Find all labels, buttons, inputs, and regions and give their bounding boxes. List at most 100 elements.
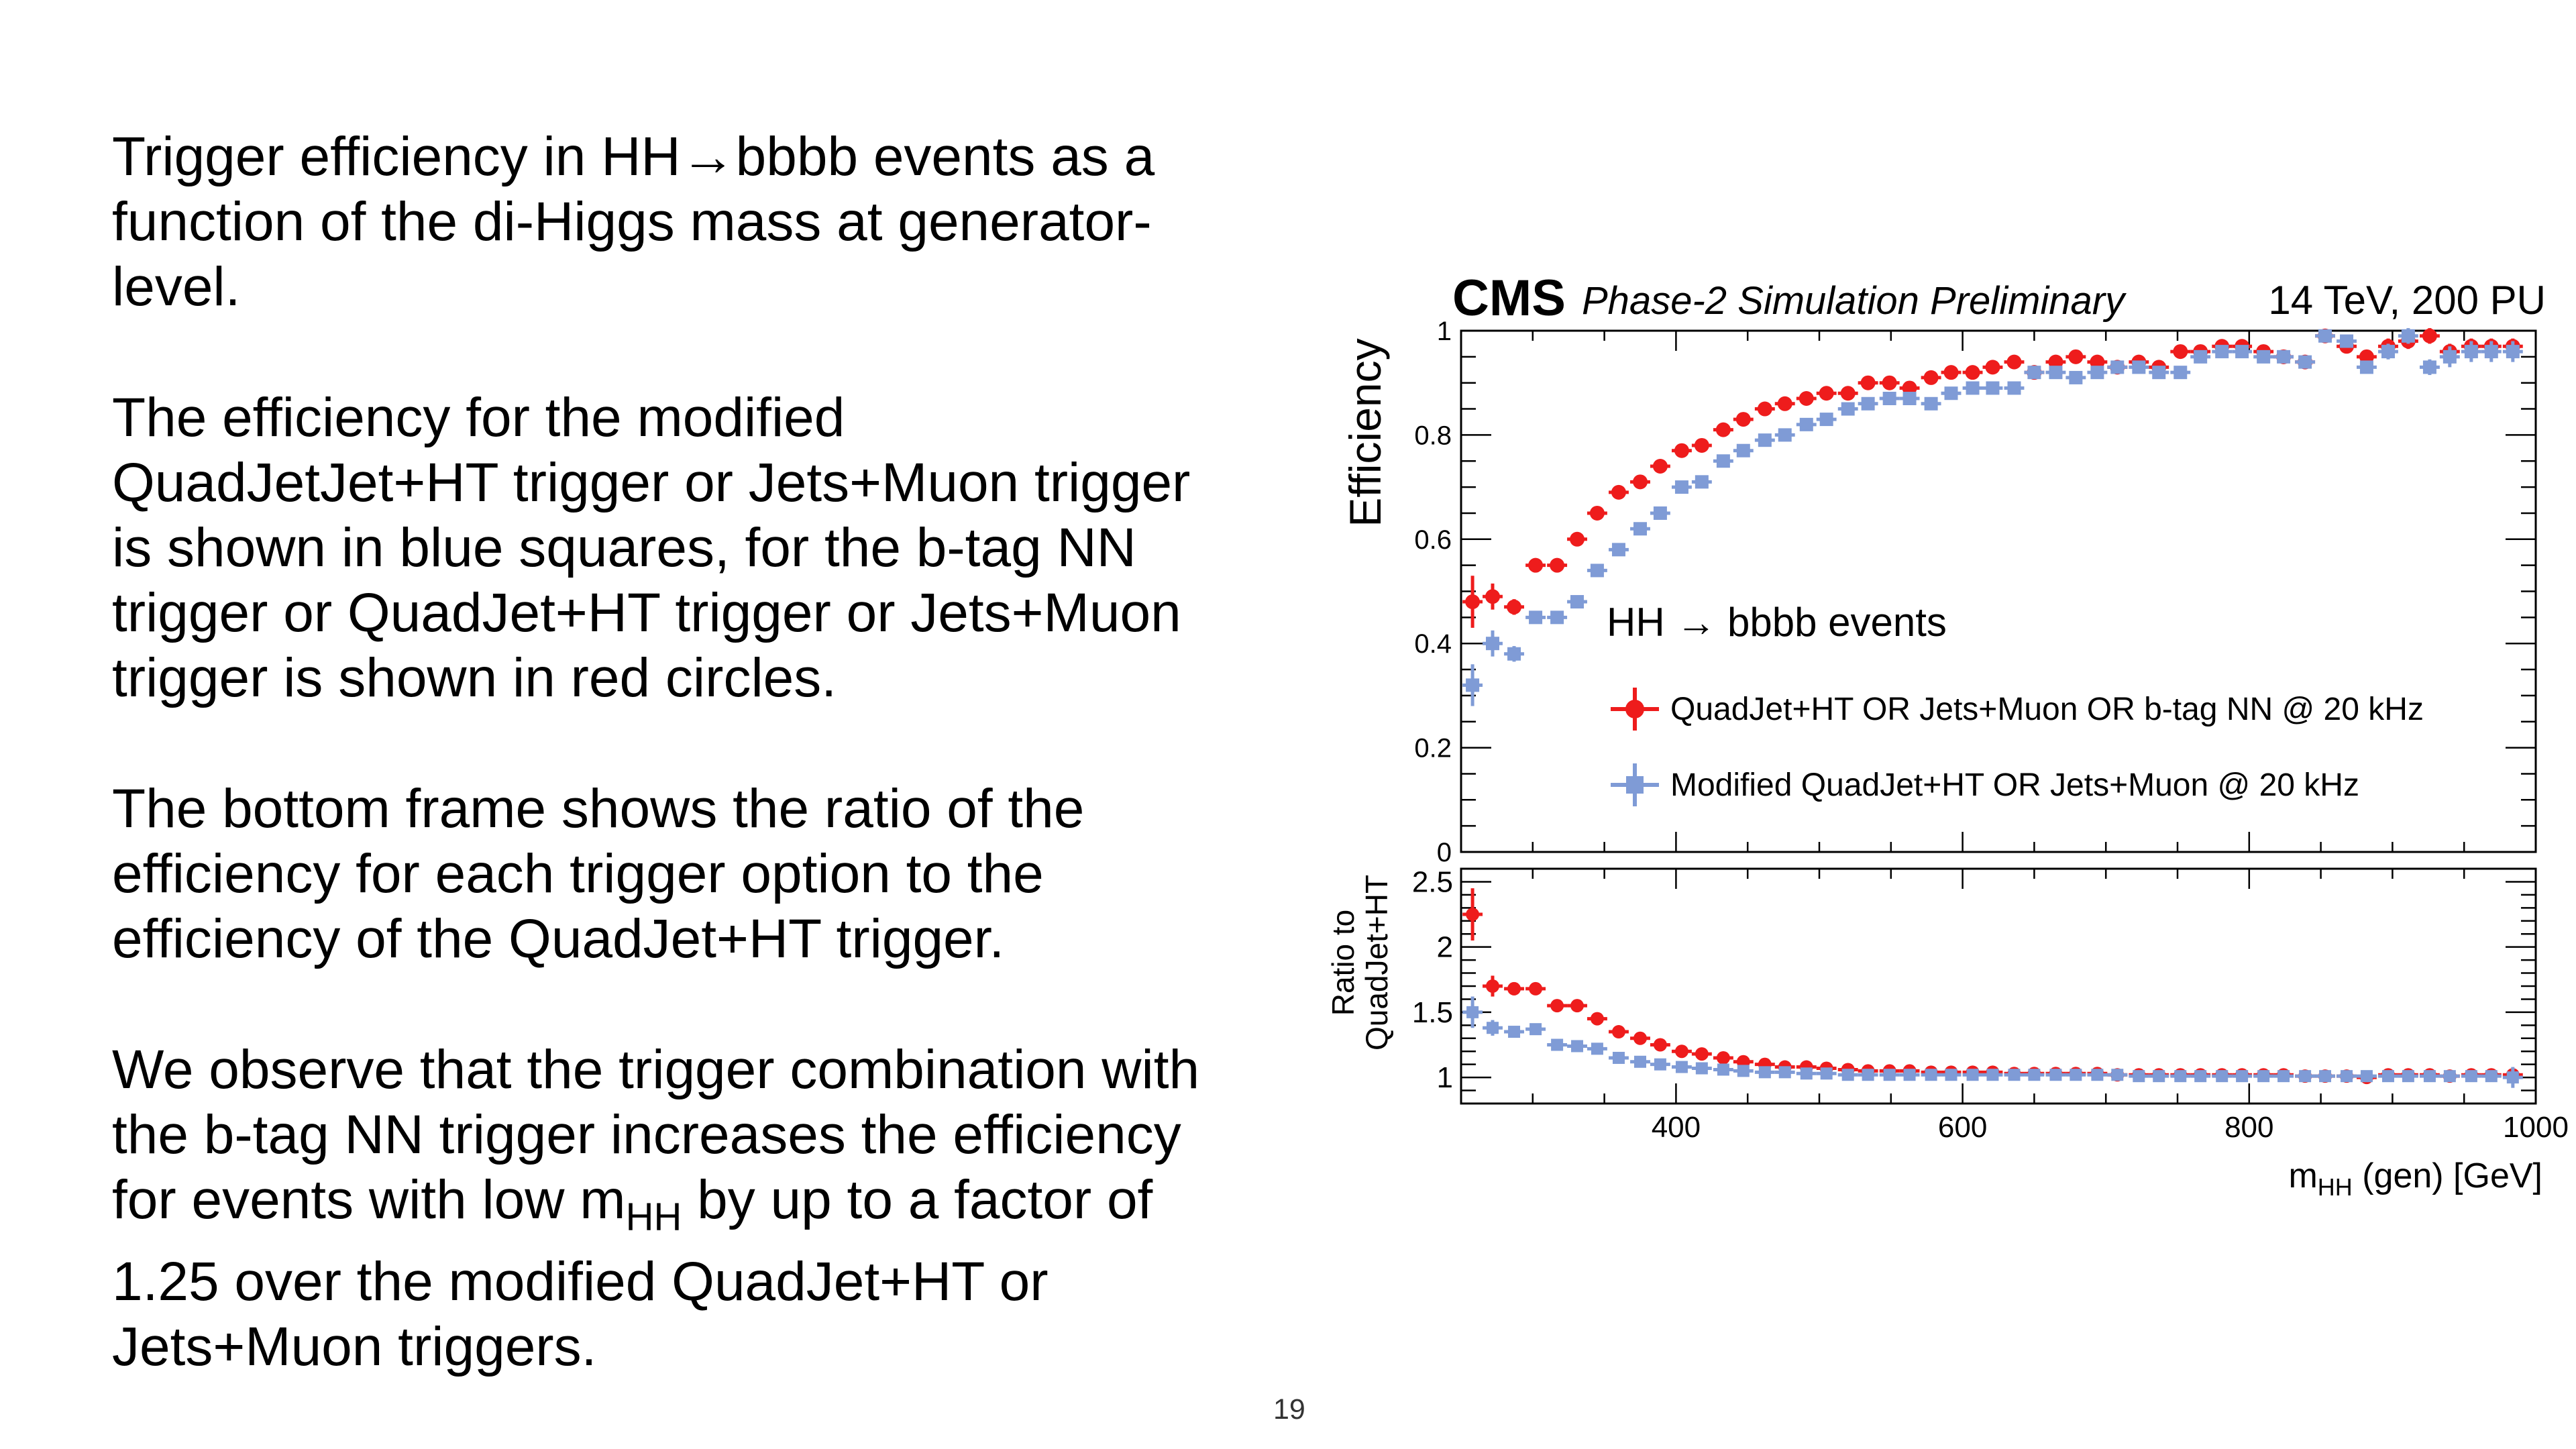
- ratio-point-red: [1653, 1038, 1667, 1052]
- eff-point-red: [1902, 380, 1917, 396]
- x-axis-title-subscript: HH: [2318, 1173, 2353, 1201]
- ratio-point-blue: [2070, 1069, 2082, 1081]
- bottom-y-tick-label: 2.5: [1412, 865, 1453, 898]
- eff-point-red: [2422, 328, 2437, 343]
- eff-point-red: [1860, 375, 1876, 390]
- eff-point-blue: [2027, 366, 2041, 380]
- ratio-point-blue: [1508, 1026, 1521, 1038]
- eff-point-red: [1485, 589, 1500, 604]
- eff-point-blue: [1590, 564, 1604, 578]
- ratio-point-blue: [1925, 1069, 1937, 1081]
- eff-point-blue: [2174, 366, 2188, 380]
- ratio-point-blue: [1654, 1058, 1666, 1071]
- ratio-point-blue: [2506, 1071, 2519, 1084]
- ratio-point-blue: [2153, 1070, 2165, 1083]
- eff-point-red: [1715, 422, 1731, 437]
- eff-point-blue: [1716, 454, 1730, 468]
- ratio-point-blue: [1529, 1023, 1542, 1036]
- eff-point-red: [1735, 412, 1751, 427]
- conclusion-subscript: HH: [625, 1195, 682, 1239]
- eff-point-red: [2359, 349, 2374, 364]
- eff-point-red: [2090, 354, 2105, 370]
- ratio-point-blue: [2194, 1070, 2207, 1083]
- eff-point-red: [1882, 375, 1897, 390]
- ratio-point-red: [1485, 979, 1499, 993]
- eff-point-blue: [2340, 334, 2354, 348]
- y-axis-title: Efficiency: [1340, 338, 1390, 527]
- eff-point-red: [1985, 360, 2000, 375]
- ratio-point-blue: [2049, 1069, 2062, 1081]
- x-axis-title-rest: (gen) [GeV]: [2353, 1157, 2542, 1195]
- x-tick-label: 1000: [2503, 1111, 2569, 1144]
- eff-point-blue: [1485, 637, 1499, 651]
- eff-point-blue: [2422, 360, 2436, 374]
- ratio-point-red: [1633, 1031, 1647, 1045]
- ratio-point-blue: [2216, 1070, 2229, 1083]
- conclusion-text-a: We observe that the trigger combination …: [112, 1039, 1200, 1230]
- bottom-y-tick-label: 1.5: [1412, 996, 1453, 1029]
- top-y-tick-label: 0.8: [1414, 421, 1452, 450]
- eff-point-red: [1589, 505, 1605, 521]
- eff-point-blue: [1882, 392, 1896, 406]
- ratio-point-red: [1550, 999, 1564, 1013]
- ratio-point-blue: [1737, 1065, 1750, 1077]
- eff-point-blue: [2069, 370, 2083, 384]
- ratio-point-red: [1529, 981, 1543, 996]
- eff-point-red: [1923, 370, 1939, 385]
- ratio-point-blue: [1486, 1022, 1499, 1034]
- eff-point-red: [1965, 365, 1980, 380]
- eff-point-blue: [1695, 475, 1709, 489]
- eff-point-blue: [2359, 360, 2373, 374]
- x-axis-title-m: m: [2288, 1157, 2317, 1195]
- ratio-point-blue: [2236, 1070, 2249, 1083]
- eff-point-red: [1465, 594, 1481, 610]
- ratio-point-blue: [2402, 1070, 2414, 1083]
- paragraph-markers: The efficiency for the modified QuadJetJ…: [112, 387, 1191, 708]
- eff-point-blue: [2318, 329, 2332, 343]
- eff-point-red: [2173, 344, 2188, 360]
- eff-point-blue: [1799, 417, 1813, 431]
- eff-point-blue: [2443, 350, 2457, 364]
- eff-point-blue: [1841, 402, 1855, 416]
- ratio-point-blue: [2299, 1070, 2312, 1083]
- eff-point-blue: [2194, 350, 2208, 364]
- eff-point-blue: [2235, 345, 2249, 359]
- ratio-point-blue: [1612, 1051, 1625, 1064]
- conditions-label: 14 TeV, 200 PU: [2268, 278, 2546, 323]
- eff-point-red: [1570, 531, 1585, 547]
- ratio-axis-title-line2: QuadJet+HT: [1359, 875, 1394, 1051]
- eff-point-red: [2006, 354, 2022, 370]
- eff-point-blue: [2215, 345, 2229, 359]
- eff-point-blue: [1570, 595, 1585, 609]
- eff-point-red: [1819, 386, 1834, 401]
- ratio-point-blue: [2133, 1070, 2145, 1083]
- paragraph-intro: Trigger efficiency in HH→bbbb events as …: [112, 126, 1155, 317]
- status-label: Phase-2 Simulation Preliminary: [1582, 279, 2127, 323]
- ratio-point-blue: [2341, 1070, 2353, 1083]
- eff-point-blue: [1861, 396, 1875, 411]
- eff-point-blue: [2381, 345, 2395, 359]
- ratio-point-blue: [1862, 1069, 1874, 1081]
- ratio-point-blue: [2360, 1070, 2373, 1083]
- paragraph-ratio: The bottom frame shows the ratio of the …: [112, 778, 1085, 969]
- eff-point-blue: [2506, 345, 2520, 359]
- ratio-point-red: [1674, 1044, 1688, 1059]
- ratio-point-blue: [2277, 1070, 2290, 1083]
- ratio-point-blue: [1820, 1067, 1833, 1080]
- eff-point-red: [1528, 557, 1544, 573]
- legend-label-blue: Modified QuadJet+HT OR Jets+Muon @ 20 kH…: [1670, 767, 2359, 803]
- bottom-frame: [1460, 867, 2537, 1105]
- legend-label-red: QuadJet+HT OR Jets+Muon OR b-tag NN @ 20…: [1670, 692, 2424, 727]
- x-tick-label: 400: [1652, 1111, 1701, 1144]
- ratio-point-blue: [2443, 1070, 2456, 1083]
- x-axis-title: mHH (gen) [GeV]: [2288, 1157, 2542, 1201]
- eff-point-red: [2048, 354, 2063, 370]
- ratio-point-blue: [1717, 1063, 1729, 1076]
- eff-point-red: [1611, 484, 1626, 500]
- eff-point-blue: [1966, 381, 1980, 395]
- eff-point-red: [1652, 459, 1668, 474]
- ratio-point-blue: [2423, 1070, 2436, 1083]
- process-annotation: HH → bbbb events: [1607, 600, 1947, 645]
